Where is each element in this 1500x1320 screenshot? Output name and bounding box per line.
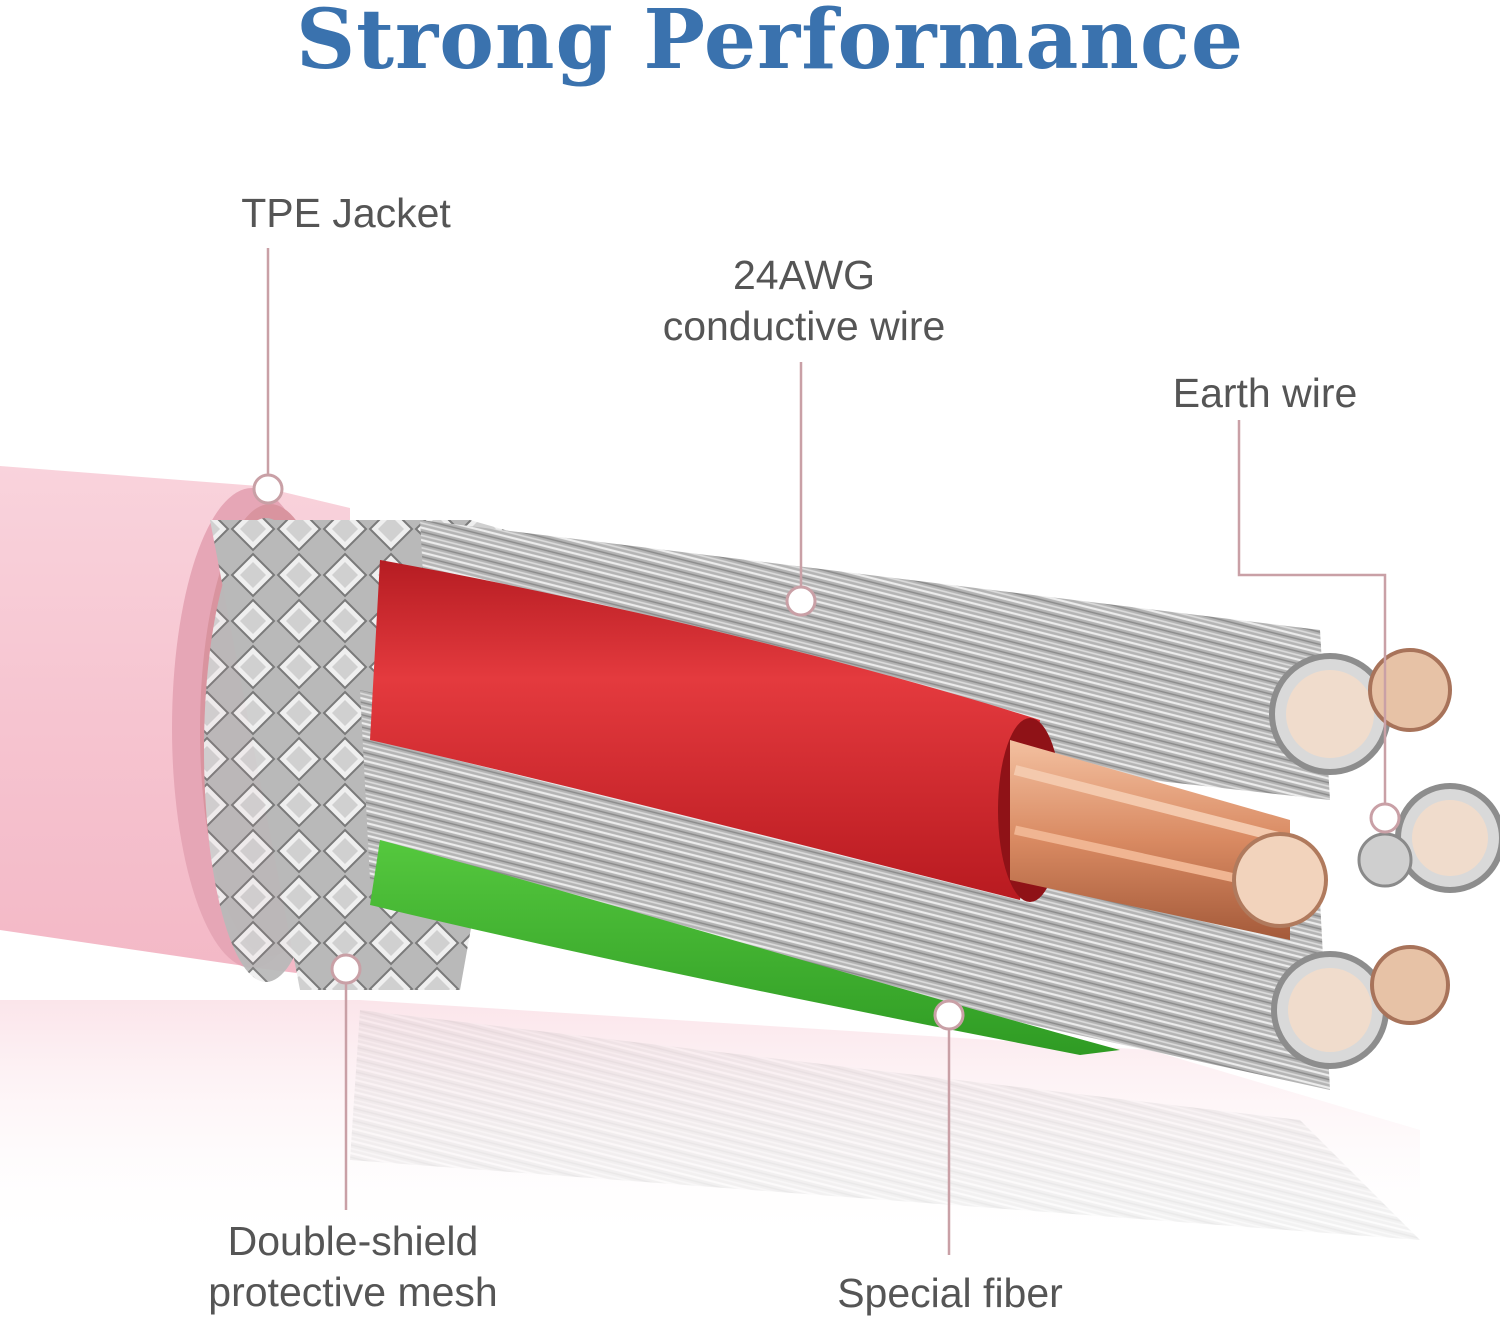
- tpe-jacket-label: TPE Jacket: [241, 190, 451, 236]
- red-insulation: [370, 560, 1040, 900]
- special-fiber-label: Special fiber: [837, 1270, 1063, 1316]
- mesh-label: Double-shield protective mesh: [208, 1218, 498, 1315]
- leader-dots: [252, 473, 1401, 1031]
- strand-reflection: [350, 1010, 1420, 1240]
- leader-lines: [266, 248, 1387, 1255]
- page-title: Strong Performance: [295, 0, 1245, 88]
- conductor-ends: [1232, 648, 1500, 1069]
- conductive-wire-label: 24AWG conductive wire: [662, 252, 946, 349]
- green-insulation: [370, 840, 1120, 1055]
- earth-wire-label: Earth wire: [1172, 370, 1358, 416]
- upper-strand-bundle: [420, 520, 1330, 800]
